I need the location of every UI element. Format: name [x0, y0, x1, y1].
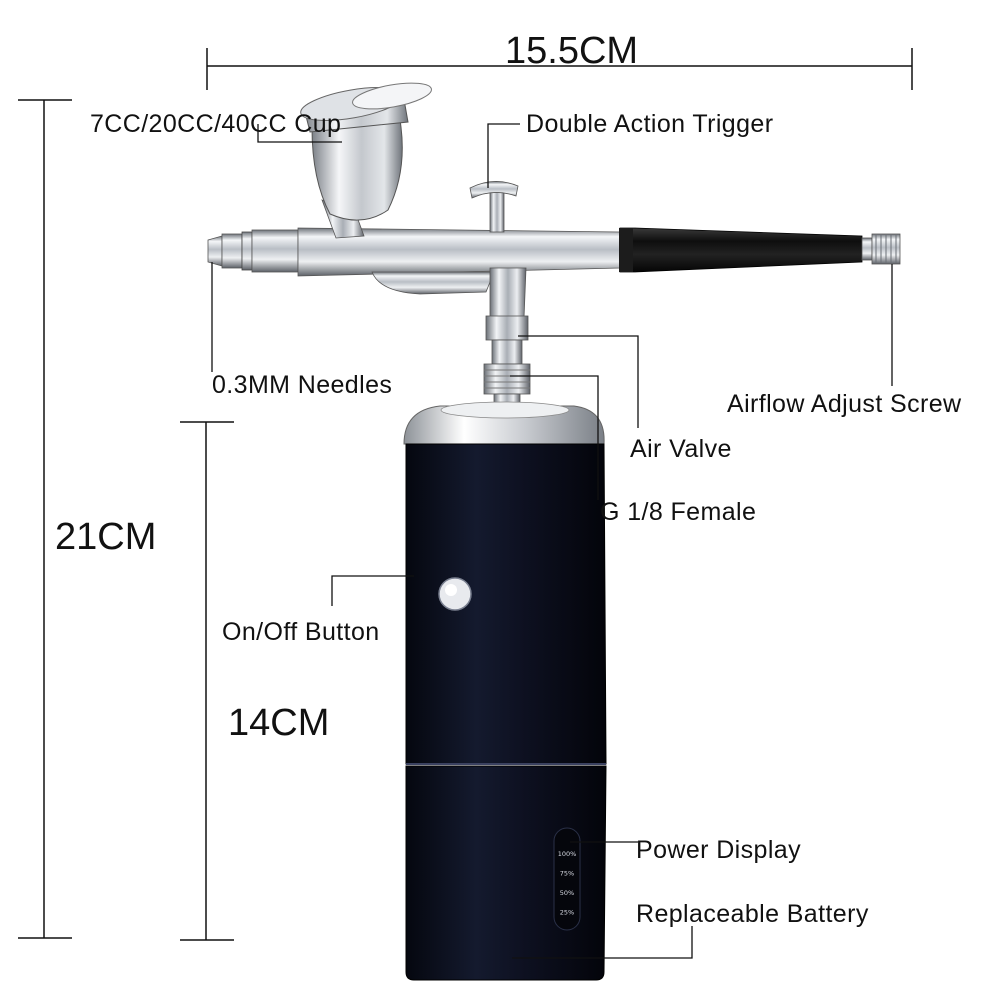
dimension-width-text: 15.5CM [505, 30, 639, 72]
battery-level-0: 100% [558, 850, 577, 858]
leader-trigger [487, 123, 520, 188]
dimension-width-line [206, 48, 913, 90]
dimension-body-height-line [180, 421, 234, 941]
leader-air-valve [518, 335, 639, 428]
power-button[interactable] [438, 577, 472, 611]
leader-button [331, 575, 414, 606]
label-trigger: Double Action Trigger [526, 110, 774, 138]
label-needles: 0.3MM Needles [212, 371, 393, 399]
leader-female [510, 375, 599, 500]
label-air-valve: Air Valve [630, 435, 732, 463]
leader-battery [512, 926, 693, 959]
label-cup: 7CC/20CC/40CC Cup [90, 110, 342, 138]
label-power-button: On/Off Button [222, 618, 380, 646]
compressor-body [403, 401, 607, 981]
dimension-total-height-line [18, 99, 72, 939]
battery-level-2: 50% [560, 889, 574, 897]
leader-cup [257, 124, 342, 143]
airbrush-gun [207, 82, 901, 409]
label-power-display: Power Display [636, 836, 801, 864]
label-female-thread: G 1/8 Female [600, 498, 757, 526]
battery-level-1: 75% [560, 870, 574, 878]
battery-level-3: 25% [560, 909, 574, 917]
label-battery: Replaceable Battery [636, 900, 869, 928]
battery-level-indicator: 100% 75% 50% 25% [558, 850, 577, 917]
label-airflow-screw: Airflow Adjust Screw [727, 390, 962, 418]
dimension-total-height-text: 21CM [55, 516, 157, 558]
dimension-body-height-text: 14CM [228, 702, 330, 744]
